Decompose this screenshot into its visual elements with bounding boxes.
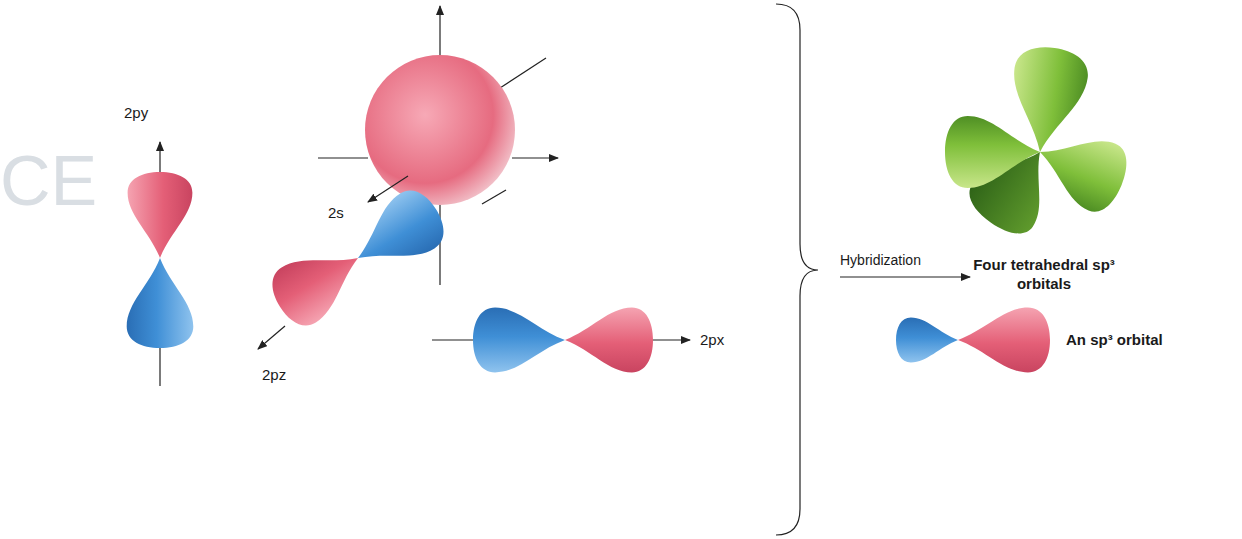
pz-orbital bbox=[258, 182, 506, 349]
sp3-orbital bbox=[896, 308, 1050, 373]
reaction-arrow bbox=[840, 276, 970, 277]
tetrahedral-orbitals bbox=[945, 43, 1135, 244]
px-orbital bbox=[432, 308, 690, 373]
orbital-label: 2pz bbox=[262, 366, 286, 385]
py-orbital bbox=[127, 142, 194, 386]
watermark: CE bbox=[0, 146, 97, 216]
arrow-label: Hybridization bbox=[840, 252, 921, 270]
s-orbital bbox=[318, 6, 558, 285]
caption-label: Four tetrahedral sp³ orbitals bbox=[954, 256, 1134, 294]
brace bbox=[776, 4, 818, 535]
orbital-label: 2s bbox=[328, 204, 344, 223]
caption-label: An sp³ orbital bbox=[1066, 331, 1163, 350]
orbital-label: 2py bbox=[124, 104, 148, 123]
orbital-label: 2px bbox=[700, 331, 724, 350]
